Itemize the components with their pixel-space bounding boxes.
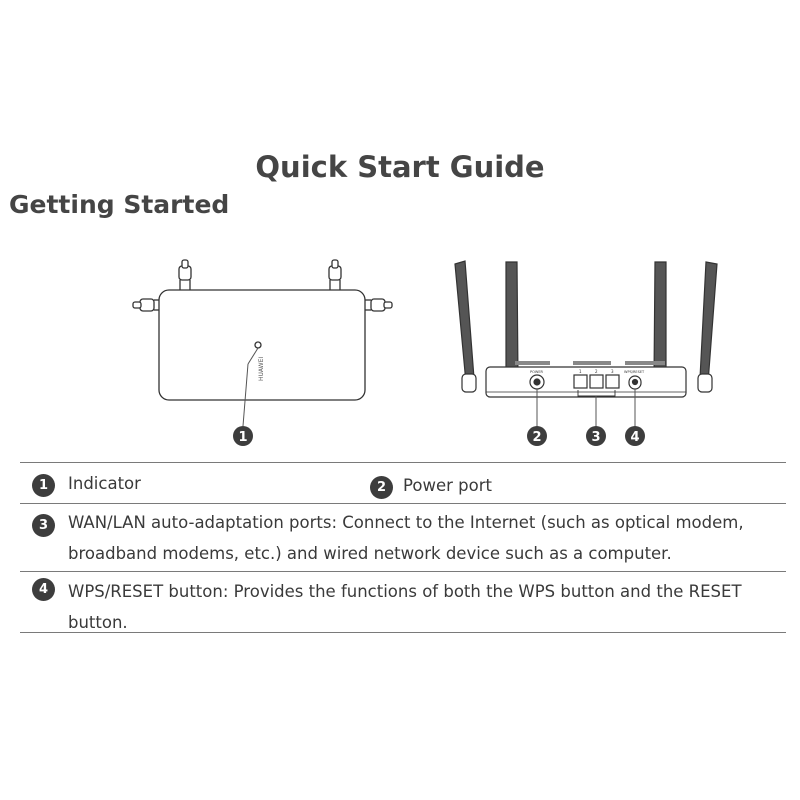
callout-3: 3 <box>586 426 606 446</box>
svg-text:1: 1 <box>238 430 247 445</box>
router-front-view <box>132 259 393 427</box>
antenna-top-right <box>328 259 342 290</box>
legend-text-wan-lan: WAN/LAN auto-adaptation ports: Connect t… <box>68 513 744 563</box>
antenna-side-left <box>132 298 160 312</box>
legend-text-power-port: Power port <box>403 476 492 495</box>
port-label-1: 1 <box>579 369 582 374</box>
router-front-body <box>158 289 366 401</box>
antenna-top-left <box>178 259 192 290</box>
port-label-2: 2 <box>595 369 598 374</box>
antenna-rear-1 <box>454 260 475 385</box>
legend-badge-3: 3 <box>32 514 55 537</box>
callout-4: 4 <box>625 426 645 446</box>
callout-1: 1 <box>233 426 253 446</box>
antenna-side-right <box>365 298 393 312</box>
ethernet-port-2 <box>589 374 604 389</box>
legend-row-3: 3 WAN/LAN auto-adaptation ports: Connect… <box>20 509 786 569</box>
indicator-light <box>254 341 262 349</box>
legend-badge-2: 2 <box>370 476 393 499</box>
page-title: Quick Start Guide <box>255 150 545 184</box>
table-rule-top <box>20 462 786 463</box>
ethernet-port-1 <box>573 374 588 389</box>
svg-text:3: 3 <box>591 430 600 445</box>
svg-text:2: 2 <box>532 430 541 445</box>
table-rule-1 <box>20 503 786 504</box>
power-port-label: POWER <box>530 370 544 374</box>
callout-2: 2 <box>527 426 547 446</box>
antenna-rear-4 <box>699 261 718 385</box>
table-rule-bottom <box>20 632 786 633</box>
antenna-rear-3 <box>653 261 667 379</box>
router-illustration: HUAWEI POWER 1 2 <box>132 259 718 446</box>
section-title: Getting Started <box>9 190 230 219</box>
legend-text-indicator: Indicator <box>68 474 141 493</box>
antenna-rear-2 <box>505 261 519 379</box>
wps-reset-label: WPS/RESET <box>624 370 645 374</box>
legend-badge-4: 4 <box>32 578 55 601</box>
legend-text-wps-reset: WPS/RESET button: Provides the functions… <box>68 582 742 632</box>
legend-badge-1: 1 <box>32 474 55 497</box>
ethernet-port-3 <box>605 374 620 389</box>
front-brand-label: HUAWEI <box>258 357 265 381</box>
port-label-3: 3 <box>611 369 614 374</box>
svg-text:4: 4 <box>630 430 639 445</box>
legend-row-4: 4 WPS/RESET button: Provides the functio… <box>20 577 786 633</box>
legend-row-1-2: 1 Indicator 2 Power port <box>20 470 786 506</box>
router-rear-view <box>454 260 718 427</box>
table-rule-2 <box>20 571 786 572</box>
